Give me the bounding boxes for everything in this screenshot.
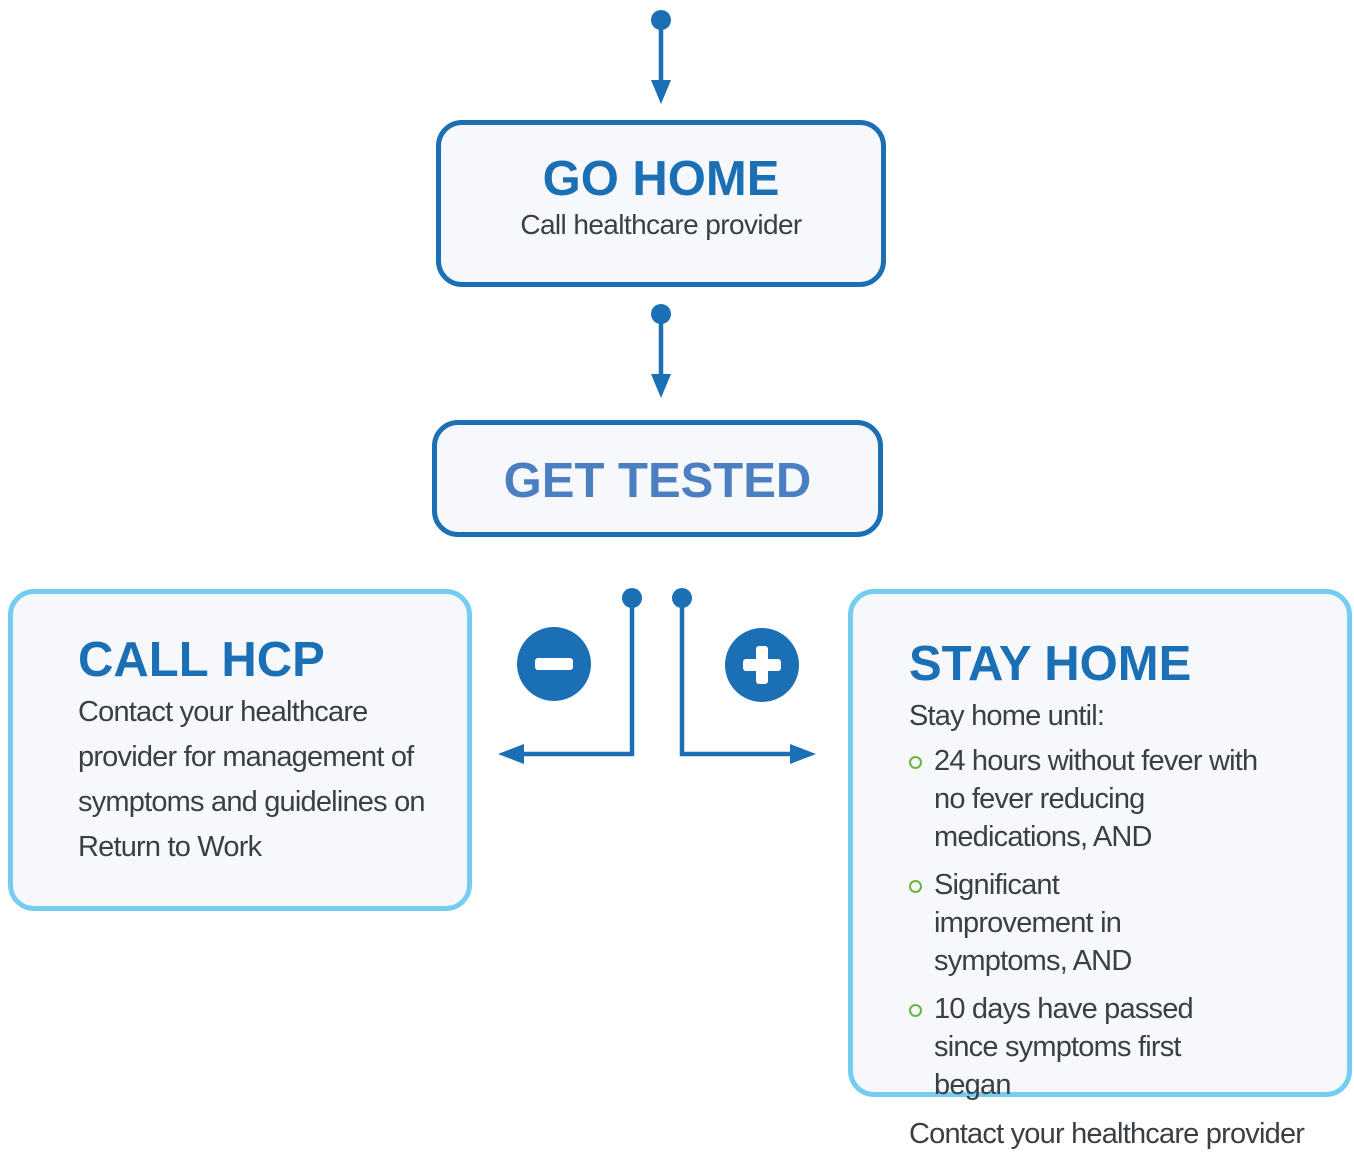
bullet-circle-icon [909,879,922,893]
stay-home-conditions: 24 hours without fever with no fever red… [909,742,1347,1104]
stay-home-outro: Contact your healthcare provider [909,1117,1305,1150]
bullet-circle-icon [909,1003,922,1017]
go-home-title: GO HOME [542,152,780,206]
stay-home-title: STAY HOME [909,637,1192,691]
connector-top [651,10,671,104]
call-hcp-body: Contact your healthcare provider for man… [78,695,426,863]
stay-home-intro: Stay home until: [909,699,1105,732]
get-tested-title: GET TESTED [503,454,812,508]
go-home-box: GO HOME Call healthcare provider [436,120,886,287]
call-hcp-box: CALL HCP Contact your healthcare provide… [8,589,472,911]
condition-item: Significant improvement in symptoms, AND [909,866,1347,980]
flow-connectors [498,10,816,764]
bullet-circle-icon [909,755,922,769]
go-home-subtitle: Call healthcare provider [520,208,802,240]
condition-text: 10 days have passed since symptoms first… [934,992,1194,1101]
condition-item: 10 days have passed since symptoms first… [909,990,1347,1104]
condition-item: 24 hours without fever with no fever red… [909,742,1347,856]
stay-home-box: STAY HOME Stay home until: 24 hours with… [848,589,1352,1150]
connector-negative-to-call-hcp [498,588,642,764]
get-tested-box: GET TESTED [432,420,883,537]
connector-positive-to-stay-home [672,588,816,764]
connector-go-home-to-get-tested [651,304,671,398]
call-hcp-title: CALL HCP [78,633,325,687]
condition-text: Significant improvement in symptoms, AND [934,868,1132,977]
condition-text: 24 hours without fever with no fever red… [934,744,1258,853]
minus-circle-icon [517,627,591,701]
plus-circle-icon [725,628,799,702]
